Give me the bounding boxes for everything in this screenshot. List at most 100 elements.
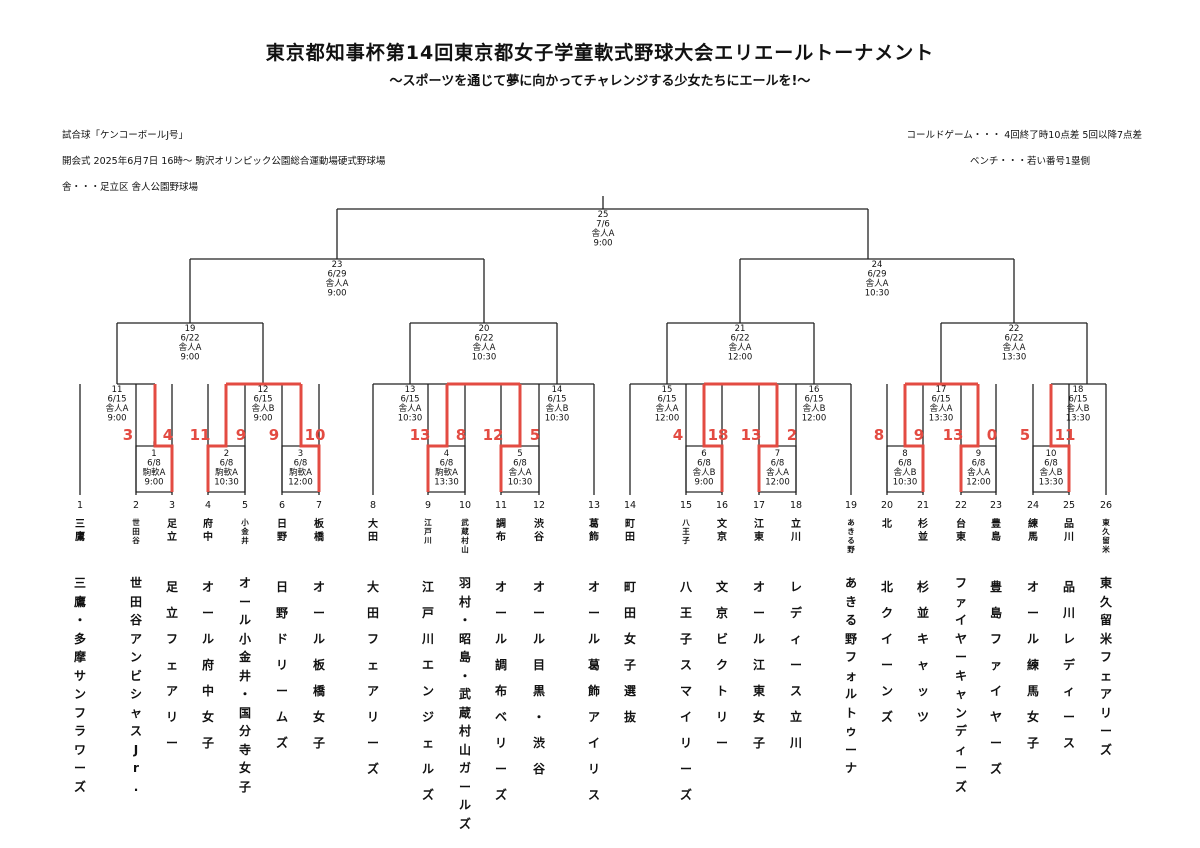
winner-path-10 — [1049, 384, 1071, 492]
game-number: 6 — [701, 449, 706, 459]
game-time: 10:30 — [214, 478, 239, 488]
game-field: 舎人A — [473, 343, 496, 353]
team-full-name-20: 北クイーンズ — [880, 580, 893, 724]
score-left-game-3: 9 — [269, 426, 279, 444]
team-full-name-8: 大田フェアリーズ — [366, 580, 379, 776]
game-date: 6/8 — [294, 459, 308, 469]
game-date: 6/8 — [972, 459, 986, 469]
score-left-game-10: 5 — [1020, 426, 1030, 444]
game-field: 舎人A — [509, 468, 532, 478]
team-full-name-21: 杉並キャッツ — [916, 580, 929, 724]
game-field: 舎人B — [1067, 404, 1090, 414]
game-date: 6/22 — [180, 334, 199, 344]
game-date: 6/8 — [1044, 459, 1058, 469]
game-number: 11 — [112, 385, 123, 395]
team-short-name-17: 江東 — [754, 519, 764, 543]
game-time: 10:30 — [865, 289, 890, 299]
tournament-subtitle: 〜スポーツを通じて夢に向かってチャレンジする少女たちにエールを!〜 — [389, 74, 811, 89]
winner-path-5 — [499, 384, 522, 492]
team-full-name-4: オール府中女子 — [201, 580, 214, 750]
score-left-game-4: 13 — [410, 426, 431, 444]
score-right-game-5: 5 — [530, 426, 540, 444]
score-right-game-4: 8 — [456, 426, 466, 444]
game-time: 12:00 — [728, 353, 753, 363]
game-time: 12:00 — [765, 478, 790, 488]
team-full-name-12: オール目黒・渋谷 — [532, 580, 545, 776]
game-date: 6/22 — [730, 334, 749, 344]
team-short-name-10: 武蔵村山 — [461, 518, 469, 554]
winner-paths — [153, 382, 1071, 492]
team-full-name-19: あきる野フォルトゥーナ — [844, 576, 857, 775]
game-number: 25 — [598, 210, 609, 220]
game-number: 4 — [444, 449, 449, 459]
game-date: 6/15 — [253, 395, 272, 405]
game-date: 6/15 — [657, 395, 676, 405]
game-number: 15 — [662, 385, 673, 395]
game-date: 6/8 — [220, 459, 234, 469]
game-number: 14 — [552, 385, 563, 395]
game-date: 6/15 — [400, 395, 419, 405]
score-left-game-7: 13 — [741, 426, 762, 444]
score-right-game-6: 18 — [708, 426, 729, 444]
bench-info: ベンチ・・・若い番号1塁側 — [969, 156, 1090, 167]
winner-path-3 — [299, 384, 321, 492]
team-number-20: 20 — [881, 500, 893, 511]
score-right-game-7: 2 — [787, 426, 797, 444]
team-number-2: 2 — [133, 500, 139, 511]
team-short-name-9: 江戸川 — [424, 518, 432, 545]
game-field: 駒軟A — [289, 467, 312, 478]
team-short-name-12: 渋谷 — [534, 519, 544, 543]
game-time: 10:30 — [398, 414, 423, 424]
team-full-name-1: 三鷹・多摩サンフラワーズ — [73, 576, 86, 794]
game-number: 20 — [479, 324, 490, 334]
game-time: 12:00 — [802, 414, 827, 424]
game-time: 9:00 — [144, 478, 163, 488]
game-time: 9:00 — [694, 478, 713, 488]
game-time: 9:00 — [180, 353, 199, 363]
game-time: 12:00 — [288, 478, 313, 488]
game-time: 12:00 — [655, 414, 680, 424]
game-time: 10:30 — [508, 478, 533, 488]
team-full-name-11: オール調布ベリーズ — [494, 580, 507, 802]
team-number-9: 9 — [425, 500, 431, 511]
ball-info: 試合球「ケンコーボールJ号」 — [62, 130, 189, 141]
team-short-name-4: 府中 — [203, 519, 213, 543]
game-number: 3 — [298, 449, 303, 459]
score-left-game-6: 4 — [673, 426, 683, 444]
team-number-23: 23 — [990, 500, 1002, 511]
game-number: 8 — [902, 449, 907, 459]
team-short-name-6: 日野 — [277, 519, 287, 543]
winner-path-1 — [153, 384, 174, 492]
game-number: 19 — [185, 324, 196, 334]
team-number-24: 24 — [1027, 500, 1039, 511]
game-field: 舎人A — [866, 279, 889, 289]
team-number-13: 13 — [588, 500, 600, 511]
game-number: 24 — [872, 260, 883, 270]
team-number-15: 15 — [680, 500, 692, 511]
game-field: 舎人A — [399, 404, 422, 414]
game-time: 9:00 — [253, 414, 272, 424]
game-field: 駒軟A — [435, 467, 458, 478]
game-number: 1 — [151, 449, 156, 459]
team-short-name-2: 世田谷 — [132, 518, 140, 545]
team-short-name-20: 北 — [882, 519, 892, 530]
team-number-17: 17 — [753, 500, 765, 511]
score-right-game-10: 11 — [1055, 426, 1076, 444]
team-full-name-14: 町田女子選抜 — [623, 580, 636, 724]
venue-info: 舎・・・足立区 舎人公園野球場 — [62, 182, 199, 193]
game-date: 6/8 — [513, 459, 527, 469]
team-short-name-23: 豊島 — [991, 519, 1001, 543]
game-date: 6/8 — [697, 459, 711, 469]
team-number-3: 3 — [169, 500, 175, 511]
team-full-name-23: 豊島ファイヤーズ — [989, 580, 1002, 776]
